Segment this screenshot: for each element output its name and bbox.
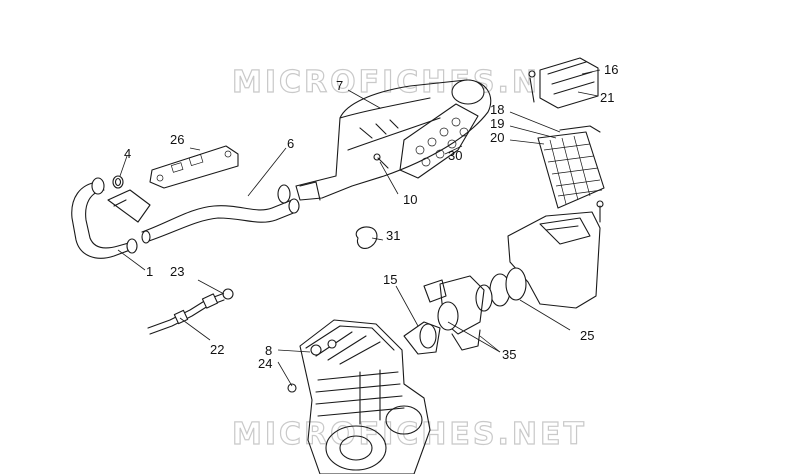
screw-10: [373, 153, 389, 169]
callout-19: 19: [490, 116, 504, 131]
callout-26: 26: [170, 132, 184, 147]
oil-line-fitting: [147, 288, 234, 335]
band-clamp-31: [355, 226, 378, 249]
watermark-top: MICROFICHES.N: [232, 65, 540, 100]
muffler-silencer: [295, 79, 492, 201]
leader-lines: [117, 69, 601, 387]
callout-22: 22: [210, 342, 224, 357]
callout-20: 20: [490, 130, 504, 145]
watermark-bottom: MICROFICHES.NET: [232, 417, 587, 452]
muffler-clamp: [277, 184, 291, 204]
callout-8: 8: [265, 343, 272, 358]
callout-6: 6: [287, 136, 294, 151]
perforated-heat-shield: [399, 103, 479, 179]
connecting-pipe: [141, 198, 300, 244]
gasket-ring-4: [112, 175, 124, 189]
callout-23: 23: [170, 264, 184, 279]
air-filter-element: [537, 125, 605, 209]
callout-25: 25: [580, 328, 594, 343]
callout-4: 4: [124, 146, 131, 161]
callout-31: 31: [386, 228, 400, 243]
carburetor: [423, 275, 485, 351]
callout-21: 21: [600, 90, 614, 105]
callout-1: 1: [146, 264, 153, 279]
callout-16: 16: [604, 62, 618, 77]
callout-24: 24: [258, 356, 272, 371]
exhaust-header-pipe: [71, 177, 151, 259]
callout-15: 15: [383, 272, 397, 287]
callout-7: 7: [336, 78, 343, 93]
callout-10: 10: [403, 192, 417, 207]
intake-boot: [475, 267, 527, 312]
callout-35: 35: [502, 347, 516, 362]
callout-18: 18: [490, 102, 504, 117]
engine-block: [287, 319, 431, 474]
callout-30: 30: [448, 148, 462, 163]
heat-shield-plate: [149, 145, 239, 189]
intake-manifold: [403, 321, 441, 355]
